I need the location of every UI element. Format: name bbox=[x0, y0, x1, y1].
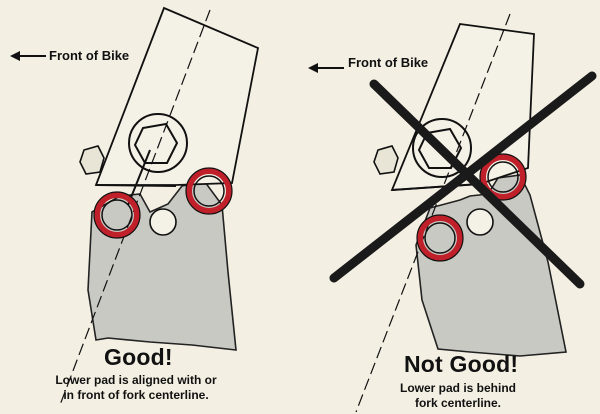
upper-pad-left bbox=[185, 167, 233, 215]
caption-not-good-line-1: Lower pad is behind bbox=[399, 381, 516, 395]
verdict-good-title: Good! bbox=[104, 344, 173, 370]
plate-hole-left bbox=[149, 208, 177, 236]
verdict-not-good-title: Not Good! bbox=[404, 351, 519, 377]
front-arrow-left bbox=[10, 51, 46, 61]
caption-good-line-1: Lower pad is aligned with or bbox=[55, 373, 217, 387]
bolt-head-left bbox=[79, 145, 105, 175]
front-of-bike-label-left: Front of Bike bbox=[49, 48, 130, 63]
good-panel bbox=[10, 6, 260, 406]
mount-plate-left bbox=[87, 181, 237, 351]
fork-centerline-right bbox=[355, 13, 511, 413]
caption-not-good: Lower pad is behind fork centerline. bbox=[378, 381, 538, 411]
upper-pad-right bbox=[479, 153, 527, 201]
hex-bolt-left bbox=[128, 113, 188, 173]
front-arrow-right bbox=[308, 63, 344, 73]
not-good-panel bbox=[308, 13, 597, 413]
bolt-head-right bbox=[373, 145, 399, 175]
lower-pad-left bbox=[93, 191, 141, 239]
caption-good: Lower pad is aligned with or in front of… bbox=[36, 373, 236, 403]
plate-hole-right bbox=[466, 208, 494, 236]
front-of-bike-label-right: Front of Bike bbox=[348, 55, 429, 70]
caption-good-line-2: in front of fork centerline. bbox=[63, 388, 209, 402]
lower-pad-right bbox=[416, 214, 464, 262]
cross-out-x bbox=[329, 71, 597, 289]
caption-not-good-line-2: fork centerline. bbox=[414, 396, 502, 410]
